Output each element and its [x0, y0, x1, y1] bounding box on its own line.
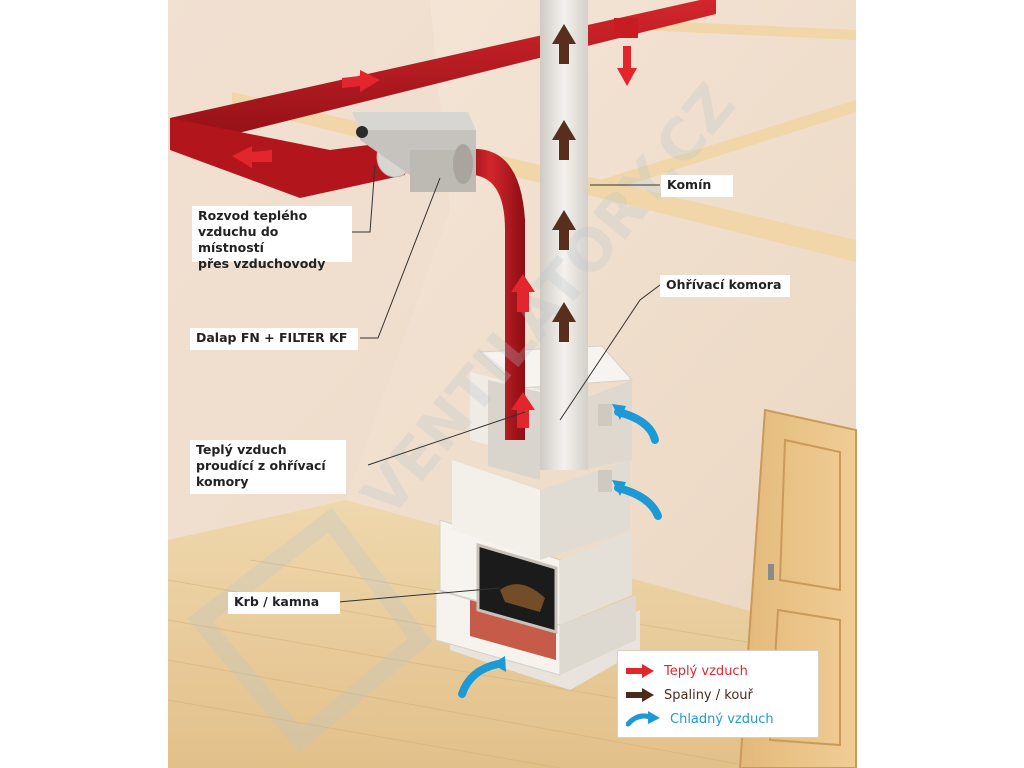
smoke-arrows: [552, 24, 576, 342]
callout-text: Krb / kamna: [234, 594, 320, 609]
warm-air-arrows: [232, 46, 637, 428]
callout-line: proudící z ohřívací: [196, 458, 326, 473]
legend-item-smoke: Spaliny / kouř: [626, 683, 810, 707]
warm-air-arrow-icon: [511, 392, 535, 428]
callout-leader-lines: [337, 164, 661, 603]
cold-air-arrow-icon: [458, 660, 502, 698]
smoke-arrow-icon: [552, 120, 576, 160]
cold-air-arrow-icon: [614, 484, 662, 520]
legend-label: Teplý vzduch: [664, 663, 748, 679]
callout-fireplace: Krb / kamna: [228, 592, 340, 614]
warm-air-arrow-icon: [232, 146, 272, 168]
legend-label: Spaliny / kouř: [664, 687, 753, 703]
legend-item-cold-air: Chladný vzduch: [626, 707, 810, 731]
legend-item-warm-air: Teplý vzduch: [626, 659, 810, 683]
callout-warm-air-from-chamber: Teplý vzduch proudící z ohřívací komory: [190, 440, 346, 494]
cold-air-arrow-icon: [614, 408, 659, 444]
callout-line: přes vzduchovody: [198, 256, 326, 271]
smoke-arrow-icon: [552, 24, 576, 64]
cold-air-arrows: [458, 408, 662, 698]
callout-warm-air-distribution: Rozvod teplého vzduchu do místností přes…: [192, 206, 352, 271]
smoke-arrow-icon: [552, 302, 576, 342]
callout-text: Dalap FN + FILTER KF: [196, 330, 348, 345]
callout-chimney: Komín: [661, 175, 733, 197]
warm-air-arrow-icon: [342, 70, 380, 92]
callout-line: Teplý vzduch: [196, 442, 287, 457]
callout-line: vzduchu do místností: [198, 224, 279, 255]
callout-text: Ohřívací komora: [666, 277, 782, 292]
cold-air-arrowheads: [492, 404, 626, 672]
brown-arrow-icon: [626, 688, 654, 702]
red-arrow-icon: [626, 664, 654, 678]
callout-line: komory: [196, 474, 249, 489]
warm-air-arrow-icon: [511, 274, 535, 312]
legend: Teplý vzduch Spaliny / kouř Chladný vzdu…: [617, 650, 819, 738]
warm-air-arrow-icon: [617, 46, 637, 86]
dalap-unit: [352, 112, 476, 192]
blue-curved-arrow-icon: [626, 711, 660, 727]
smoke-arrow-icon: [552, 210, 576, 250]
callout-dalap-unit: Dalap FN + FILTER KF: [190, 328, 358, 350]
callout-heating-chamber: Ohřívací komora: [660, 275, 790, 297]
callout-line: Rozvod teplého: [198, 208, 308, 223]
callout-text: Komín: [667, 177, 712, 192]
legend-label: Chladný vzduch: [670, 711, 774, 727]
